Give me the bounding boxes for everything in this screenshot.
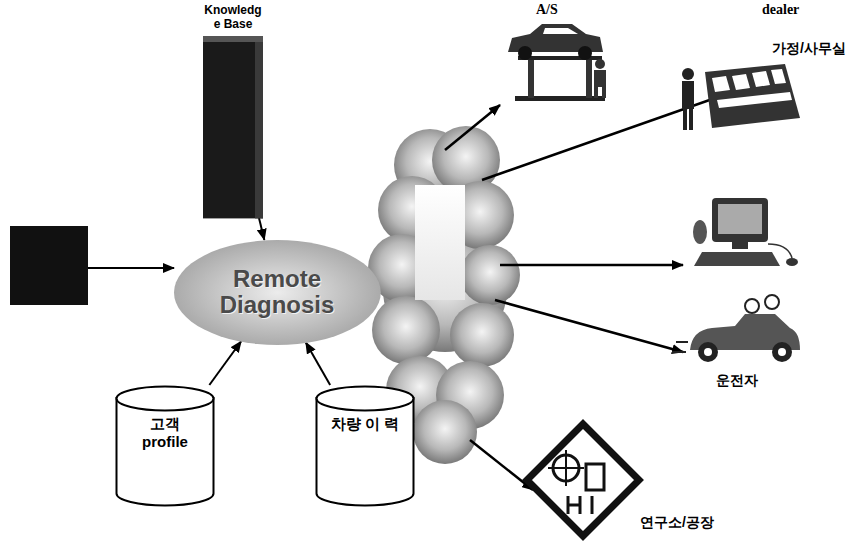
driver-car-icon-part [778,348,786,356]
dealer-icon-part [771,69,786,84]
driver-car-icon-part [704,348,712,356]
service-lift-icon-part [594,86,598,98]
service-lift-icon-part [528,56,534,98]
service-lift-icon-part [602,86,606,98]
service-lift-icon-part [518,46,532,60]
network-cloud-part [450,303,514,367]
service-lift-icon-part [595,59,605,69]
node-text: 고객 profile [128,415,202,451]
service-lift-icon-part [586,56,592,98]
node-text: Knowledg e Base [204,4,261,32]
server-tower-side [255,42,263,218]
dealer-icon-part [717,92,792,108]
driver-car-icon-part [676,341,688,343]
home-office-computer-icon [693,198,798,266]
input-arrow [88,268,174,269]
database-cylinder: 차량 이 력 [315,385,415,507]
dealer-icon-part [732,74,750,90]
endpoint-label: A/S [536,2,558,18]
flow-arrow [306,342,330,385]
cylinder-body [317,397,414,505]
lab-factory-sign-part [586,464,604,490]
lab-factory-sign [527,424,639,536]
service-lift-icon [508,24,606,101]
network-cloud-part [372,296,440,364]
server-tower-body [203,36,263,218]
server-tower-top [203,36,263,42]
node-text: Remote Diagnosis [207,266,347,318]
cylinder-top [317,387,414,411]
database-cylinder: 고객 profile [115,385,215,507]
server-tower-shape [197,36,269,218]
lab-factory-sign-part [568,504,580,507]
dealer-icon-part [683,108,687,130]
node-text: 차량 이 력 [328,415,402,433]
home-office-computer-icon-part [694,252,780,266]
dealer-icon-part [682,68,694,80]
knowledge-base-tower: Knowledg e Base [197,4,269,218]
lab-factory-sign-part [591,496,594,514]
flow-arrow [259,218,264,240]
service-lift-icon-part [578,46,592,60]
cloud-arrows-part [495,300,683,352]
input-device-box-part [10,226,88,305]
driver-car-icon-part [772,342,792,362]
lab-factory-sign-part [548,467,584,469]
flow-arrow [209,341,241,385]
remote-diagnosis-ellipse: Remote Diagnosis [174,240,381,345]
dealer-icon [682,64,800,130]
input-device-box [10,226,88,305]
home-office-computer-icon-part [768,244,792,258]
driver-car-icon-part [765,295,779,309]
endpoint-label: 연구소/공장 [640,514,714,532]
cylinder-top [117,387,214,411]
dealer-icon-part [689,108,693,130]
network-cloud-part [415,185,465,300]
home-office-computer-icon-part [693,220,707,244]
cloud-arrows-part [470,440,533,490]
network-cloud-part [413,400,477,464]
driver-car-icon [672,295,800,362]
dealer-icon-part [752,71,770,87]
home-office-computer-icon-part [718,204,762,234]
service-lift-icon-part [594,70,606,87]
cylinder-body [117,397,214,505]
driver-car-icon-part [698,342,718,362]
service-lift-icon-part [543,28,578,34]
endpoint-label: dealer [762,2,799,18]
cylinder-shape [315,385,415,507]
endpoint-label: 가정/사무실 [772,40,846,58]
cloud-arrows-part [445,105,500,150]
ellipse-fill [174,240,381,345]
cloud-arrows-part [500,264,683,267]
dealer-icon-part [682,81,694,109]
endpoint-label: 운전자 [716,372,758,390]
dealer-icon-part [705,64,800,128]
home-office-computer-icon-part [786,258,798,266]
home-office-computer-icon-part [712,198,768,242]
network-cloud-part [460,245,520,305]
driver-car-icon-part [672,351,686,353]
home-office-computer-icon-part [732,242,748,249]
cloud-arrows-part [482,90,738,180]
lab-factory-sign-part [527,424,639,536]
input-arrow-part [88,267,174,269]
dealer-icon-part [712,76,730,92]
driver-car-icon-part [745,299,759,313]
